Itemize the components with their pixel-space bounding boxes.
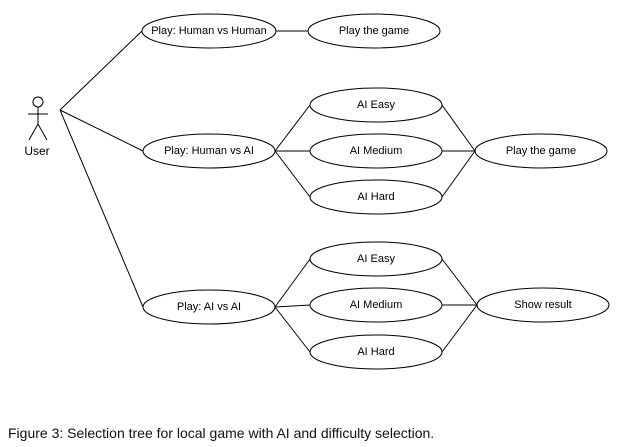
node-ai-hard-aivai: AI Hard [309, 334, 443, 370]
edge-aivai_hard-to-aivai_result [441, 304, 478, 353]
user-actor: User [24, 96, 50, 158]
edge-play_hvai-to-hvai_easy [274, 104, 311, 152]
edge-actor-to-play_aivai [59, 109, 144, 308]
node-label: Play the game [506, 145, 576, 157]
figure-caption: Figure 3: Selection tree for local game … [8, 425, 435, 441]
edge-hvai_easy-to-hvai_game [441, 104, 476, 152]
edge-actor-to-play_hvh [59, 30, 143, 111]
node-label: AI Easy [357, 253, 395, 265]
node-ai-easy-hvai: AI Easy [309, 87, 443, 123]
node-label: Play: Human vs Human [151, 25, 267, 37]
node-ai-medium-hvai: AI Medium [309, 133, 443, 169]
node-label: Play: AI vs AI [177, 301, 241, 313]
edge-hvai_hard-to-hvai_game [441, 150, 476, 198]
selection-tree-diagram: User Play: Human vs Human Play the game … [24, 13, 610, 370]
node-label: Play the game [339, 25, 409, 37]
node-label: Show result [514, 299, 571, 311]
edge-play_aivai-to-aivai_hard [274, 306, 311, 353]
edge-play_hvai-to-hvai_hard [274, 150, 311, 198]
actor-right-leg [37, 123, 48, 141]
node-show-result: Show result [476, 287, 610, 323]
node-label: AI Medium [350, 145, 403, 157]
node-play-the-game-human: Play the game [307, 13, 441, 49]
node-play-human-vs-ai: Play: Human vs AI [142, 133, 276, 169]
edge-play_aivai-to-aivai_easy [274, 258, 311, 308]
node-ai-medium-aivai: AI Medium [309, 287, 443, 323]
node-label: AI Easy [357, 99, 395, 111]
edge-play_aivai-to-aivai_medium [274, 304, 311, 308]
node-label: AI Hard [357, 346, 394, 358]
edge-aivai_easy-to-aivai_result [441, 258, 478, 306]
node-label: Play: Human vs AI [164, 145, 254, 157]
node-label: AI Hard [357, 191, 394, 203]
node-label: AI Medium [350, 299, 403, 311]
connector-lines [59, 30, 478, 353]
actor-label: User [24, 144, 49, 158]
actor-head-icon [32, 96, 44, 108]
node-play-the-game-ai: Play the game [474, 133, 608, 169]
node-play-human-vs-human: Play: Human vs Human [141, 13, 277, 49]
actor-left-leg [28, 123, 39, 141]
node-play-ai-vs-ai: Play: AI vs AI [142, 289, 276, 325]
edge-actor-to-play_hvai [59, 109, 144, 152]
node-ai-easy-aivai: AI Easy [309, 241, 443, 277]
node-ai-hard-hvai: AI Hard [309, 179, 443, 215]
